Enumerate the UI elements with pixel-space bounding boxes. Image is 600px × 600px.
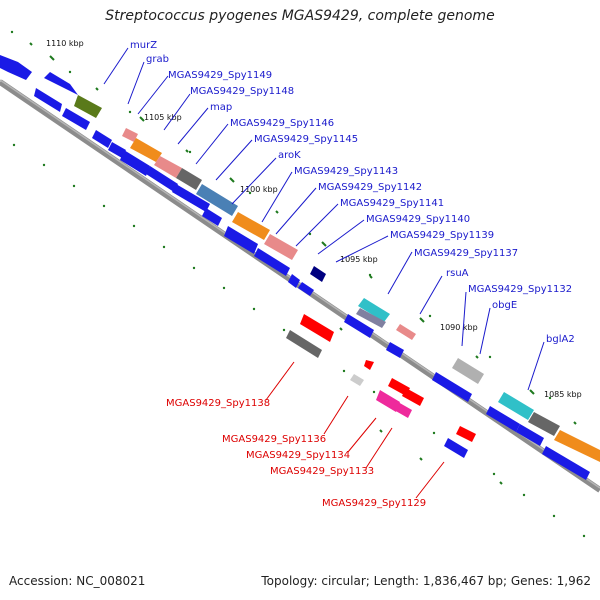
cds-feature (344, 314, 374, 338)
gene-label-spy1141[interactable]: MGAS9429_Spy1141 (340, 198, 444, 209)
cds-feature (386, 342, 404, 358)
cds-feature (176, 168, 202, 190)
topology-label: Topology: circular; Length: 1,836,467 bp… (261, 574, 591, 588)
cds-feature (62, 108, 90, 130)
scale-label-1085: 1085 kbp (544, 390, 582, 399)
cds-feature (254, 248, 290, 276)
gene-label-spy1133[interactable]: MGAS9429_Spy1133 (270, 466, 374, 477)
cds-feature (146, 166, 178, 192)
cds-feature (394, 402, 412, 418)
gene-label-spy1148[interactable]: MGAS9429_Spy1148 (190, 86, 294, 97)
cds-feature (288, 274, 300, 288)
gene-label-grab[interactable]: grab (146, 54, 169, 65)
cds-feature (130, 138, 162, 162)
cds-feature (542, 446, 590, 480)
gene-label-murZ[interactable]: murZ (130, 40, 157, 51)
scale-label-1095: 1095 kbp (340, 255, 378, 264)
cds-feature (356, 308, 386, 328)
cds-feature (44, 72, 78, 95)
cds-feature (444, 438, 468, 458)
cds-feature (300, 314, 334, 342)
cds-feature (172, 184, 210, 212)
cds-feature (452, 358, 484, 384)
reverse-leaders (265, 361, 445, 499)
cds-feature (432, 372, 472, 402)
cds-feature (108, 142, 126, 158)
scale-label-1110: 1110 kbp (46, 39, 84, 48)
cds-feature (0, 55, 32, 80)
cds-feature (528, 412, 560, 436)
gene-label-spy1137[interactable]: MGAS9429_Spy1137 (414, 248, 518, 259)
cds-feature (310, 266, 326, 282)
cds-feature (456, 426, 476, 442)
cds-feature (364, 360, 374, 370)
reverse-labels: MGAS9429_Spy1138 MGAS9429_Spy1136 MGAS94… (166, 398, 426, 509)
gene-label-bglA2[interactable]: bglA2 (546, 334, 575, 345)
gene-label-spy1145[interactable]: MGAS9429_Spy1145 (254, 134, 358, 145)
cds-feature (516, 424, 544, 446)
gene-label-spy1129[interactable]: MGAS9429_Spy1129 (322, 498, 426, 509)
cds-feature (154, 156, 182, 178)
gene-label-spy1140[interactable]: MGAS9429_Spy1140 (366, 214, 470, 225)
cds-feature (224, 226, 258, 254)
cds-feature (486, 406, 520, 432)
gene-label-spy1134[interactable]: MGAS9429_Spy1134 (246, 450, 350, 461)
cds-feature (120, 150, 150, 176)
gene-label-spy1136[interactable]: MGAS9429_Spy1136 (222, 434, 326, 445)
cds-feature (92, 130, 112, 148)
gene-label-spy1143[interactable]: MGAS9429_Spy1143 (294, 166, 398, 177)
cds-feature (402, 388, 424, 406)
cds-feature (554, 430, 600, 462)
cds-feature (396, 324, 416, 340)
cds-feature (350, 374, 364, 386)
cds-feature (376, 390, 400, 412)
cds-feature (498, 392, 534, 420)
cds-feature (286, 330, 322, 358)
cds-feature (232, 212, 270, 240)
gene-label-spy1132[interactable]: MGAS9429_Spy1132 (468, 284, 572, 295)
map-title: Streptococcus pyogenes MGAS9429, complet… (105, 8, 495, 24)
gene-label-spy1146[interactable]: MGAS9429_Spy1146 (230, 118, 334, 129)
scale-label-1105: 1105 kbp (144, 113, 182, 122)
gene-label-spy1142[interactable]: MGAS9429_Spy1142 (318, 182, 422, 193)
gene-label-spy1138[interactable]: MGAS9429_Spy1138 (166, 398, 270, 409)
gene-label-aroK[interactable]: aroK (278, 150, 301, 161)
forward-genes (0, 55, 600, 480)
accession-label: Accession: NC_008021 (9, 574, 146, 588)
forward-labels: murZ grab MGAS9429_Spy1149 MGAS9429_Spy1… (130, 40, 575, 345)
forward-leaders (103, 47, 545, 391)
gene-label-spy1149[interactable]: MGAS9429_Spy1149 (168, 70, 272, 81)
scale-label-1090: 1090 kbp (440, 323, 478, 332)
cds-feature (196, 184, 238, 216)
cds-feature (74, 95, 102, 118)
cds-feature (358, 298, 390, 322)
gene-label-obgE[interactable]: obgE (492, 300, 517, 311)
gene-label-map[interactable]: map (210, 102, 232, 113)
cds-feature (264, 234, 298, 260)
cds-feature (122, 128, 138, 142)
cds-feature (34, 88, 62, 112)
gene-label-rsuA[interactable]: rsuA (446, 268, 469, 279)
gene-label-spy1139[interactable]: MGAS9429_Spy1139 (390, 230, 494, 241)
scale-ticks (29, 42, 577, 485)
reverse-genes (286, 314, 476, 458)
cds-feature (202, 208, 222, 226)
scale-label-1100: 1100 kbp (240, 185, 278, 194)
cds-feature (298, 282, 314, 296)
